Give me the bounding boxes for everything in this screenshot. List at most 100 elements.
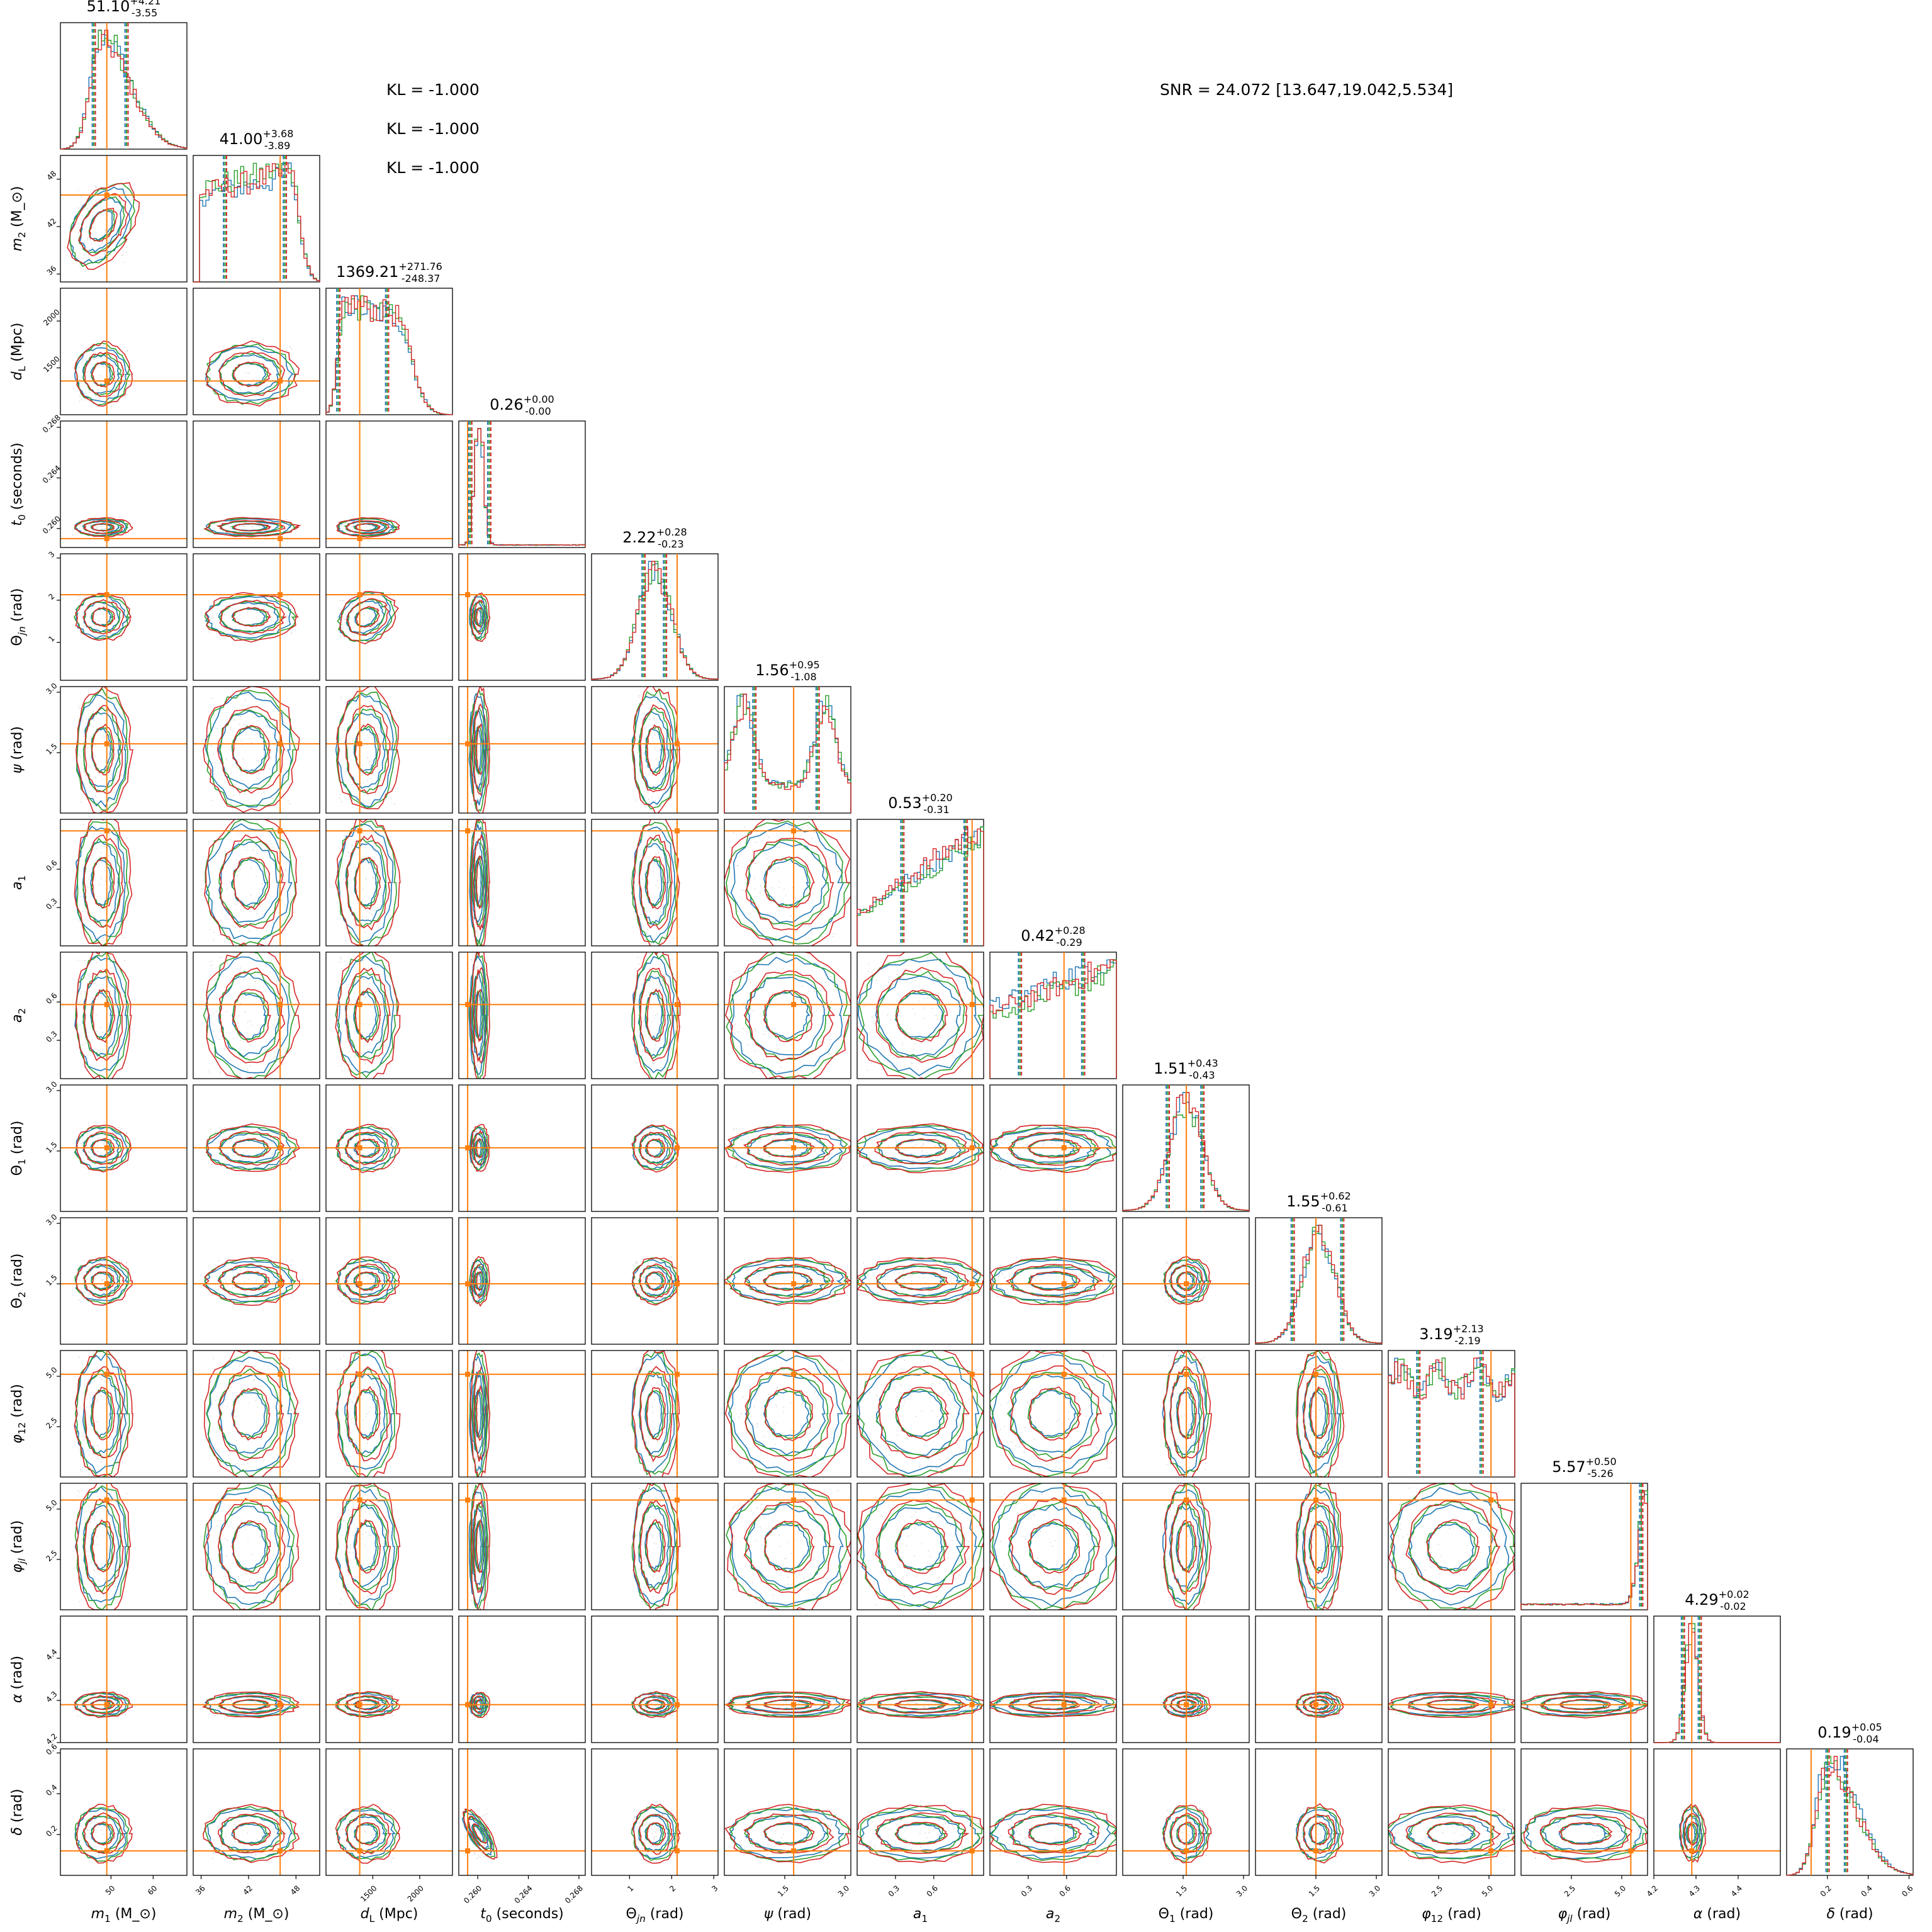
x-tick-label: 0.2 <box>1819 1884 1833 1898</box>
contour-series-2 <box>726 820 851 945</box>
contour-series-3 <box>1009 1365 1103 1462</box>
contour-series-3 <box>990 1691 1116 1718</box>
truth-marker <box>675 1848 680 1854</box>
diag-panel-a2 <box>989 952 1117 1079</box>
panel-dL-theta1 <box>325 1084 453 1212</box>
snr-annotation: SNR = 24.072 [13.647,19.042,5.534] <box>1160 81 1454 99</box>
contour-series-1 <box>991 1354 1113 1473</box>
panel-frame <box>1388 1748 1515 1876</box>
contour-series-2 <box>744 1368 829 1456</box>
hist-series-2 <box>1520 1490 1648 1610</box>
panel-m1-a1 <box>60 819 188 946</box>
panel-frame <box>1122 1483 1250 1610</box>
truth-marker <box>465 1848 471 1854</box>
contour-series-3 <box>470 592 491 643</box>
contour-series-3 <box>639 704 674 792</box>
x-tick-label: 0.264 <box>513 1884 534 1905</box>
contour-series-2 <box>475 724 483 775</box>
truth-marker <box>357 1371 362 1377</box>
contour-series-2 <box>354 1520 379 1572</box>
scatter-points <box>871 1488 974 1605</box>
panel-frame <box>591 1615 719 1743</box>
y-axis-label-psi: ψ (rad) <box>9 726 25 773</box>
panel-frame <box>856 1748 984 1876</box>
panel-a2-phi12 <box>989 1350 1117 1478</box>
panel-m2-theta_jn <box>193 553 320 681</box>
panel-frame <box>1122 1350 1250 1478</box>
contour-series-3 <box>646 1519 666 1573</box>
contour-series-1 <box>471 710 485 791</box>
y-tick-label: 0.264 <box>41 464 62 485</box>
panel-frame <box>60 819 188 946</box>
contour-series-2 <box>472 1370 486 1459</box>
contour-series-2 <box>469 820 489 946</box>
contour-series-2 <box>645 989 665 1042</box>
panel-frame <box>989 1217 1117 1345</box>
x-axis-label-t0: t0 (seconds) <box>480 1906 564 1924</box>
contour-series-3 <box>745 838 834 931</box>
contour-series-3 <box>219 599 288 635</box>
contour-series-1 <box>471 601 485 633</box>
hist-series-3 <box>60 30 188 150</box>
contour-series-3 <box>355 856 381 910</box>
panel-psi-alpha <box>724 1615 851 1743</box>
panel-t0-delta <box>458 1748 586 1876</box>
panel-frame <box>60 288 188 415</box>
contour-series-3 <box>218 1365 284 1461</box>
hist-series-3 <box>1654 1623 1780 1743</box>
truth-marker <box>969 1281 975 1286</box>
panel-m2-delta <box>193 1748 320 1876</box>
panel-frame <box>325 1748 453 1876</box>
contour-series-3 <box>1177 1821 1198 1845</box>
y-axis-label-theta_jn: Θjn (rad) <box>9 588 28 646</box>
contour-series-3 <box>218 1812 286 1853</box>
x-tick-label: 3.0 <box>1235 1884 1249 1898</box>
contour-series-3 <box>335 1123 401 1174</box>
truth-marker <box>104 1371 110 1377</box>
truth-marker <box>791 1371 797 1377</box>
panel-frame <box>325 1483 453 1610</box>
truth-marker <box>357 1145 362 1150</box>
contour-series-3 <box>763 1520 815 1573</box>
title-m2: 41.00+3.68-3.89 <box>220 128 294 152</box>
contour-series-3 <box>335 1483 401 1610</box>
contour-series-3 <box>875 967 968 1063</box>
panel-a2-theta1 <box>989 1084 1117 1212</box>
contour-series-2 <box>463 1809 496 1858</box>
panel-frame <box>856 1350 984 1478</box>
contour-series-1 <box>1011 1267 1095 1296</box>
contour-series-3 <box>895 989 948 1043</box>
contour-series-2 <box>74 517 130 537</box>
contour-series-3 <box>232 1271 271 1291</box>
contour-series-1 <box>1558 1822 1609 1844</box>
contour-series-3 <box>632 1351 680 1477</box>
contour-series-2 <box>475 1520 483 1573</box>
contour-series-3 <box>335 1351 401 1477</box>
contour-series-3 <box>345 1131 390 1165</box>
contour-series-2 <box>744 1814 829 1853</box>
title-alpha: 4.29+0.02-0.02 <box>1685 1588 1749 1612</box>
contour-series-1 <box>632 1692 675 1716</box>
contour-series-3 <box>765 856 815 909</box>
x-tick-label: 60 <box>146 1884 159 1897</box>
panel-psi-phijl <box>724 1483 851 1610</box>
panel-m2-a2 <box>193 952 320 1079</box>
contour-series-3 <box>990 1804 1116 1863</box>
contour-series-2 <box>472 1695 486 1714</box>
x-tick-label: 36 <box>194 1884 207 1897</box>
contour-series-3 <box>78 193 129 257</box>
contour-series-2 <box>354 1822 378 1845</box>
contour-series-3 <box>354 1519 381 1574</box>
panel-frame <box>989 1483 1117 1610</box>
panel-t0-alpha <box>458 1615 586 1743</box>
contour-series-2 <box>469 952 488 1079</box>
contour-series-3 <box>356 1271 382 1291</box>
panel-frame <box>458 553 586 681</box>
contour-series-3 <box>232 724 271 775</box>
truth-marker <box>278 1848 283 1854</box>
contour-series-1 <box>335 692 394 807</box>
contour-series-3 <box>1008 1695 1103 1715</box>
panel-frame <box>856 1217 984 1345</box>
panel-t0-theta2 <box>458 1217 586 1345</box>
contour-series-3 <box>857 952 984 1079</box>
